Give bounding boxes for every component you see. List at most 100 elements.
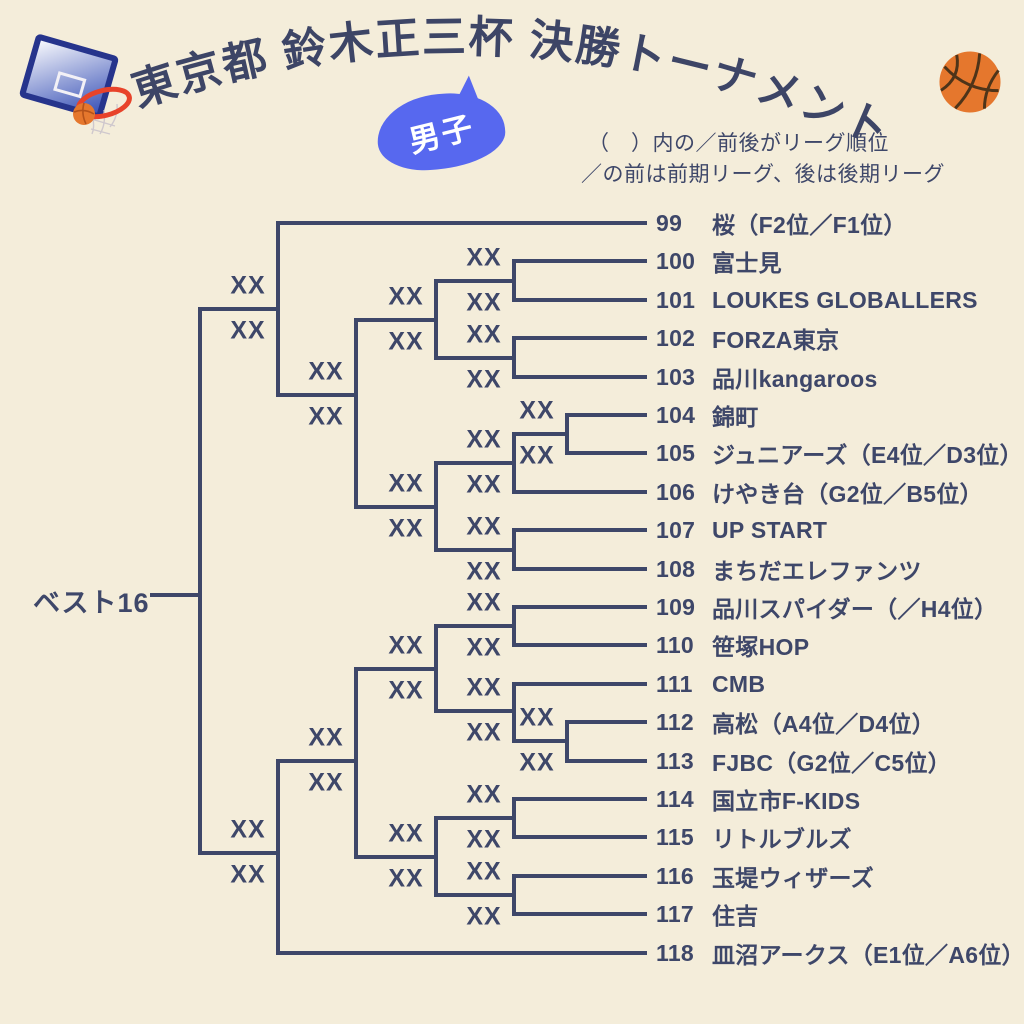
score-label: XX: [466, 365, 502, 394]
team-name: 笹塚HOP: [712, 634, 810, 660]
score-label: XX: [466, 633, 502, 662]
score-label: XX: [466, 673, 502, 702]
team-number: 103: [656, 363, 696, 390]
team-row: 112 高松（A4位／D4位）: [656, 707, 936, 738]
score-label: XX: [388, 631, 424, 660]
team-number: 110: [656, 631, 695, 658]
team-number: 116: [656, 862, 695, 889]
team-row: 108 まちだエレファンツ: [656, 554, 922, 585]
team-row: 115 リトルブルズ: [656, 822, 852, 853]
score-label: XX: [230, 271, 266, 300]
team-number: 113: [656, 747, 695, 774]
team-row: 116 玉堤ウィザーズ: [656, 861, 874, 892]
score-label: XX: [519, 396, 555, 425]
team-number: 105: [656, 439, 696, 466]
team-number: 100: [656, 247, 696, 274]
team-number: 111: [656, 670, 693, 697]
team-number: 101: [656, 286, 696, 313]
team-name: 住吉: [712, 903, 759, 929]
score-label: XX: [230, 815, 266, 844]
team-row: 105 ジュニアーズ（E4位／D3位）: [656, 438, 1023, 469]
team-number: 117: [656, 900, 695, 927]
score-label: XX: [230, 860, 266, 889]
score-label: XX: [230, 316, 266, 345]
team-row: 111 CMB: [656, 669, 765, 699]
score-label: XX: [388, 819, 424, 848]
team-row: 118 皿沼アークス（E1位／A6位）: [656, 938, 1024, 969]
team-row: 110 笹塚HOP: [656, 630, 810, 661]
score-label: XX: [466, 320, 502, 349]
score-label: XX: [466, 425, 502, 454]
score-label: XX: [388, 282, 424, 311]
score-label: XX: [466, 902, 502, 931]
score-label: XX: [466, 588, 502, 617]
team-name: FJBC（G2位／C5位）: [712, 750, 952, 776]
team-row: 114 国立市F-KIDS: [656, 784, 861, 815]
team-name: 品川スパイダー（／H4位）: [712, 596, 998, 622]
team-name: FORZA東京: [712, 327, 840, 353]
score-label: XX: [466, 288, 502, 317]
team-name: UP START: [712, 516, 828, 543]
team-name: LOUKES GLOBALLERS: [712, 286, 978, 313]
team-name: 富士見: [712, 250, 782, 276]
team-row: 103 品川kangaroos: [656, 362, 878, 393]
team-row: 104 錦町: [656, 400, 759, 431]
score-label: XX: [466, 780, 502, 809]
team-row: 99 桜（F2位／F1位）: [656, 208, 907, 239]
team-number: 115: [656, 823, 695, 850]
score-label: XX: [308, 723, 344, 752]
basketball-hoop-icon: [19, 34, 132, 135]
team-name: 玉堤ウィザーズ: [712, 865, 874, 891]
team-number: 104: [656, 401, 696, 428]
team-number: 99: [656, 209, 683, 236]
team-row: 107 UP START: [656, 515, 827, 545]
score-label: XX: [388, 676, 424, 705]
team-name: ジュニアーズ（E4位／D3位）: [712, 442, 1023, 468]
score-label: XX: [466, 512, 502, 541]
team-row: 109 品川スパイダー（／H4位）: [656, 592, 998, 623]
score-label: XX: [308, 402, 344, 431]
team-name: 高松（A4位／D4位）: [712, 711, 936, 737]
score-label: XX: [388, 864, 424, 893]
team-row: 117 住吉: [656, 899, 759, 930]
score-label: XX: [466, 857, 502, 886]
team-number: 108: [656, 555, 696, 582]
score-label: XX: [519, 703, 555, 732]
score-label: XX: [466, 825, 502, 854]
team-row: 102 FORZA東京: [656, 323, 840, 354]
score-label: XX: [466, 243, 502, 272]
score-label: XX: [466, 718, 502, 747]
legend-note-line2: ／の前は前期リーグ、後は後期リーグ: [581, 163, 946, 186]
team-number: 114: [656, 785, 695, 812]
team-number: 102: [656, 324, 696, 351]
team-number: 112: [656, 708, 695, 735]
score-label: XX: [466, 470, 502, 499]
team-name: 桜（F2位／F1位）: [712, 212, 907, 238]
team-name: まちだエレファンツ: [712, 558, 922, 584]
score-label: XX: [388, 327, 424, 356]
score-label: XX: [308, 768, 344, 797]
team-number: 109: [656, 593, 696, 620]
team-name: CMB: [712, 670, 766, 697]
team-row: 101 LOUKES GLOBALLERS: [656, 285, 978, 315]
team-name: 品川kangaroos: [712, 366, 878, 392]
score-label: XX: [388, 514, 424, 543]
score-label: XX: [519, 748, 555, 777]
score-label: XX: [308, 357, 344, 386]
team-row: 100 富士見: [656, 246, 782, 277]
team-name: 国立市F-KIDS: [712, 788, 861, 814]
team-name: リトルブルズ: [712, 826, 852, 852]
team-number: 107: [656, 516, 696, 543]
legend-note-line1: （ ）内の／前後がリーグ順位: [588, 132, 889, 155]
team-name: 錦町: [712, 404, 759, 430]
team-number: 106: [656, 478, 696, 505]
team-number: 118: [656, 939, 695, 966]
team-row: 113 FJBC（G2位／C5位）: [656, 746, 952, 777]
score-label: XX: [519, 441, 555, 470]
round-label-best16: ベスト16: [33, 588, 150, 618]
team-name: 皿沼アークス（E1位／A6位）: [712, 942, 1024, 968]
basketball-icon: [939, 51, 1001, 113]
